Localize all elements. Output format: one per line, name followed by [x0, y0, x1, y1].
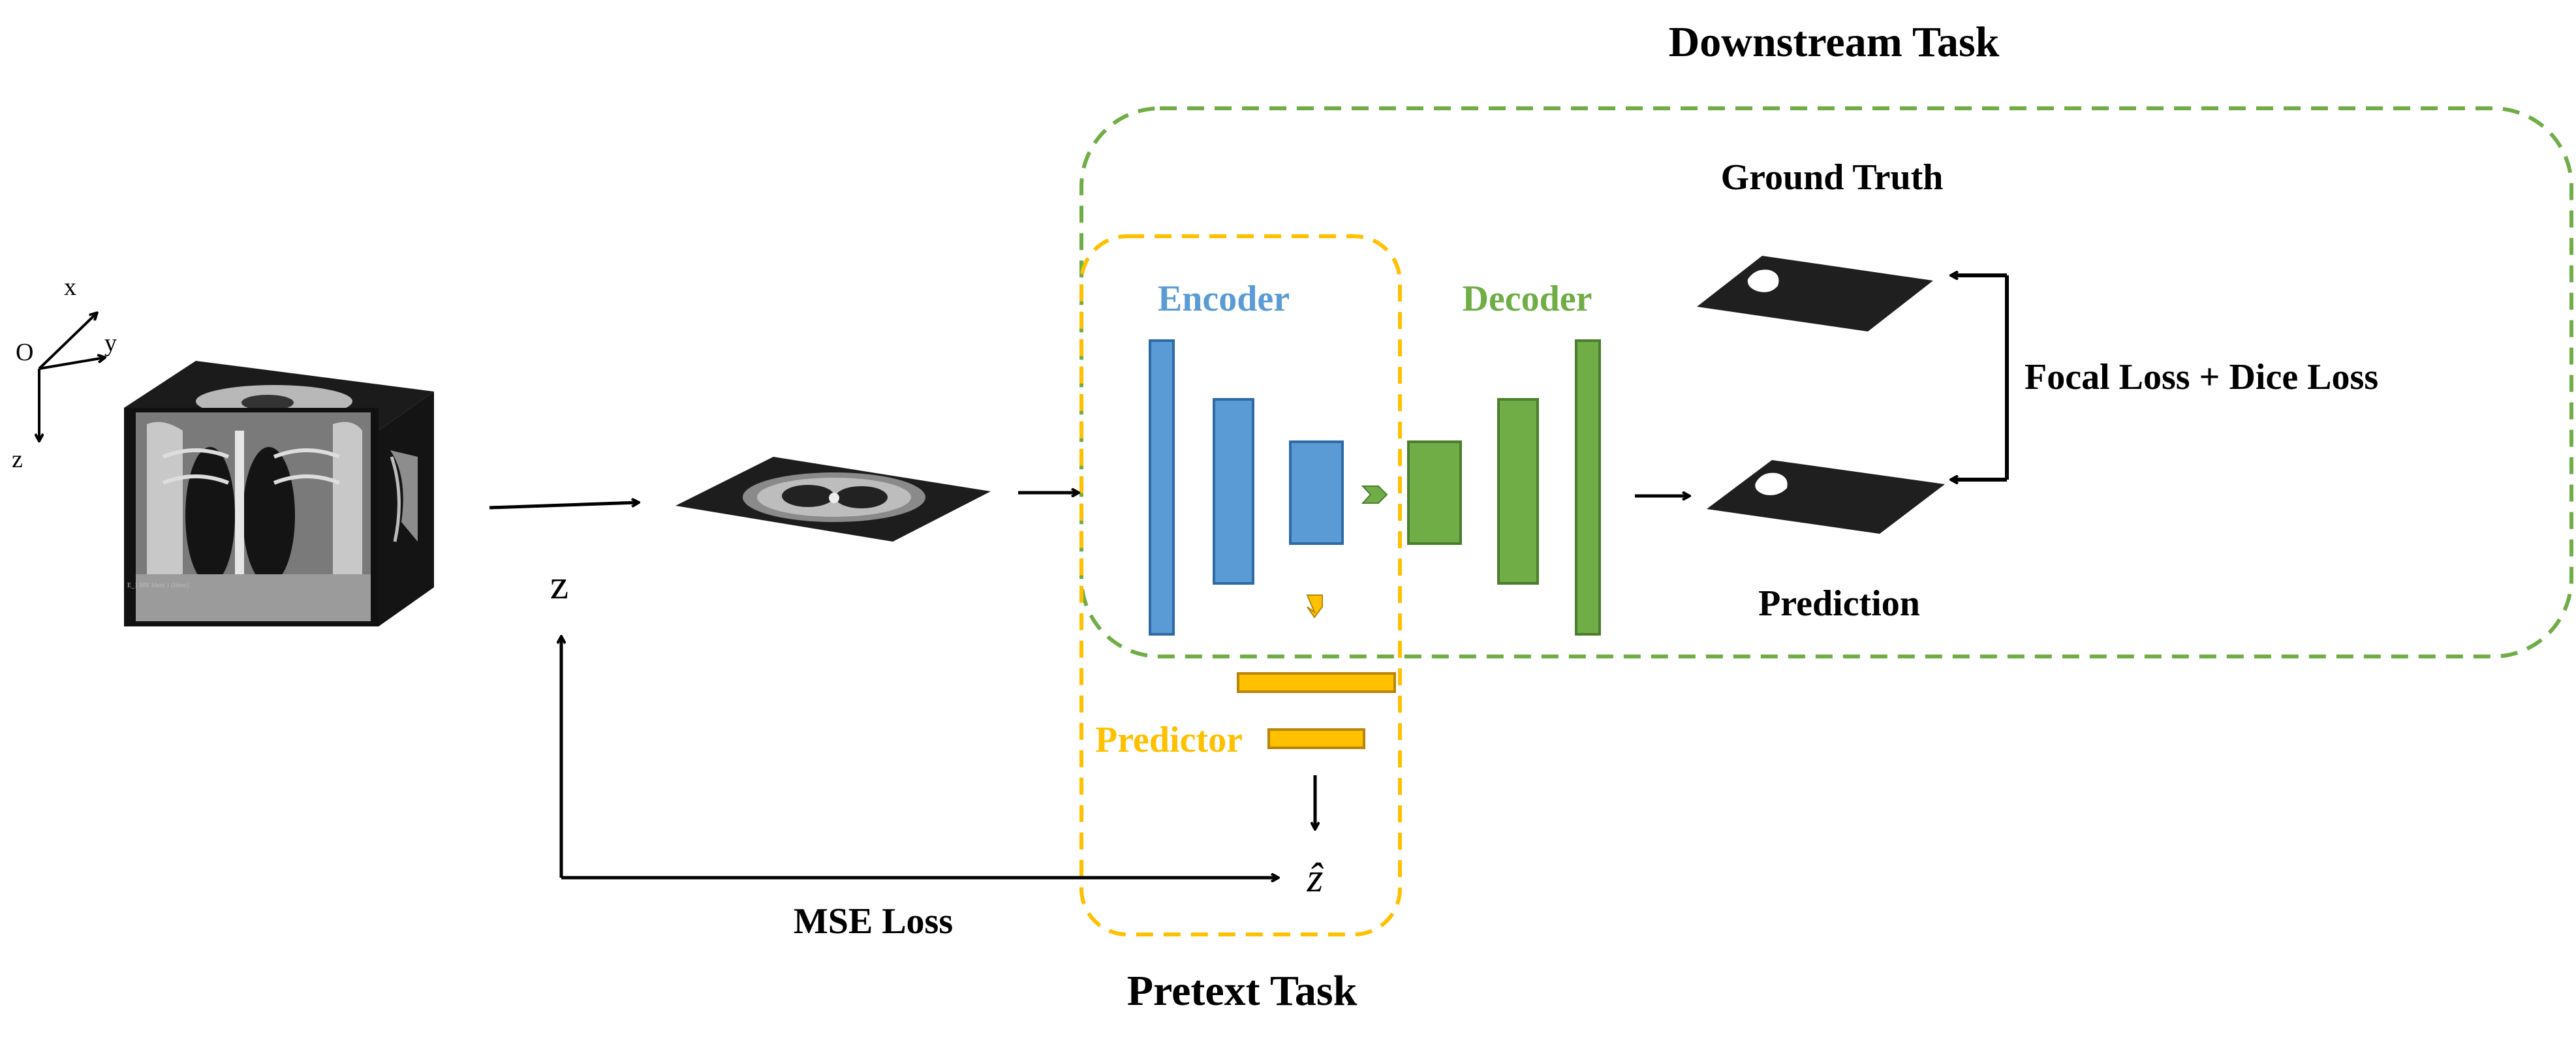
z-label: z: [550, 561, 568, 608]
ground-truth-label: Ground Truth: [1721, 157, 1944, 198]
coordinate-axes: O x y z: [12, 273, 117, 473]
ground-truth-mask-image: [1697, 256, 1933, 331]
mse-loss-label: MSE Loss: [794, 901, 953, 942]
encoder-block-3: [1289, 440, 1344, 545]
decoder-block-2: [1497, 398, 1539, 585]
decoder-chevron-icon: [1361, 485, 1388, 504]
ct-slice-image: [675, 457, 991, 542]
axis-y-label: y: [104, 330, 117, 357]
prediction-label: Prediction: [1758, 583, 1920, 624]
pretext-task-title: Pretext Task: [1127, 967, 1358, 1015]
focal-dice-loss-bracket: [1951, 275, 2009, 480]
encoder-label: Encoder: [1158, 279, 1290, 319]
focal-dice-loss-label: Focal Loss + Dice Loss: [2025, 357, 2378, 397]
arrow-volume-to-slice: [489, 502, 638, 510]
axis-z-label: z: [12, 446, 23, 473]
downstream-task-title: Downstream Task: [1669, 18, 2000, 66]
decoder-label: Decoder: [1462, 279, 1592, 319]
decoder-block-1: [1407, 440, 1462, 545]
pretext-task-box: [1079, 234, 1402, 936]
predictor-bar-1: [1237, 672, 1396, 693]
encoder-block-2: [1213, 398, 1254, 585]
z-hat-label: ẑ: [1307, 854, 1324, 901]
decoder-block-3: [1575, 339, 1601, 636]
ct-volume-image: E_1 MR Ident 1 (Ident): [124, 361, 434, 626]
predictor-chevron-icon: [1306, 594, 1323, 619]
prediction-mask-image: [1707, 460, 1945, 534]
predictor-bar-2: [1267, 728, 1365, 749]
axis-origin-label: O: [16, 339, 33, 366]
mse-loss-connector: [561, 637, 1278, 878]
ct-volume-caption: E_1 MR Ident 1 (Ident): [127, 582, 189, 589]
axis-x-label: x: [64, 273, 76, 301]
predictor-label: Predictor: [1095, 720, 1243, 760]
encoder-block-1: [1149, 339, 1175, 636]
